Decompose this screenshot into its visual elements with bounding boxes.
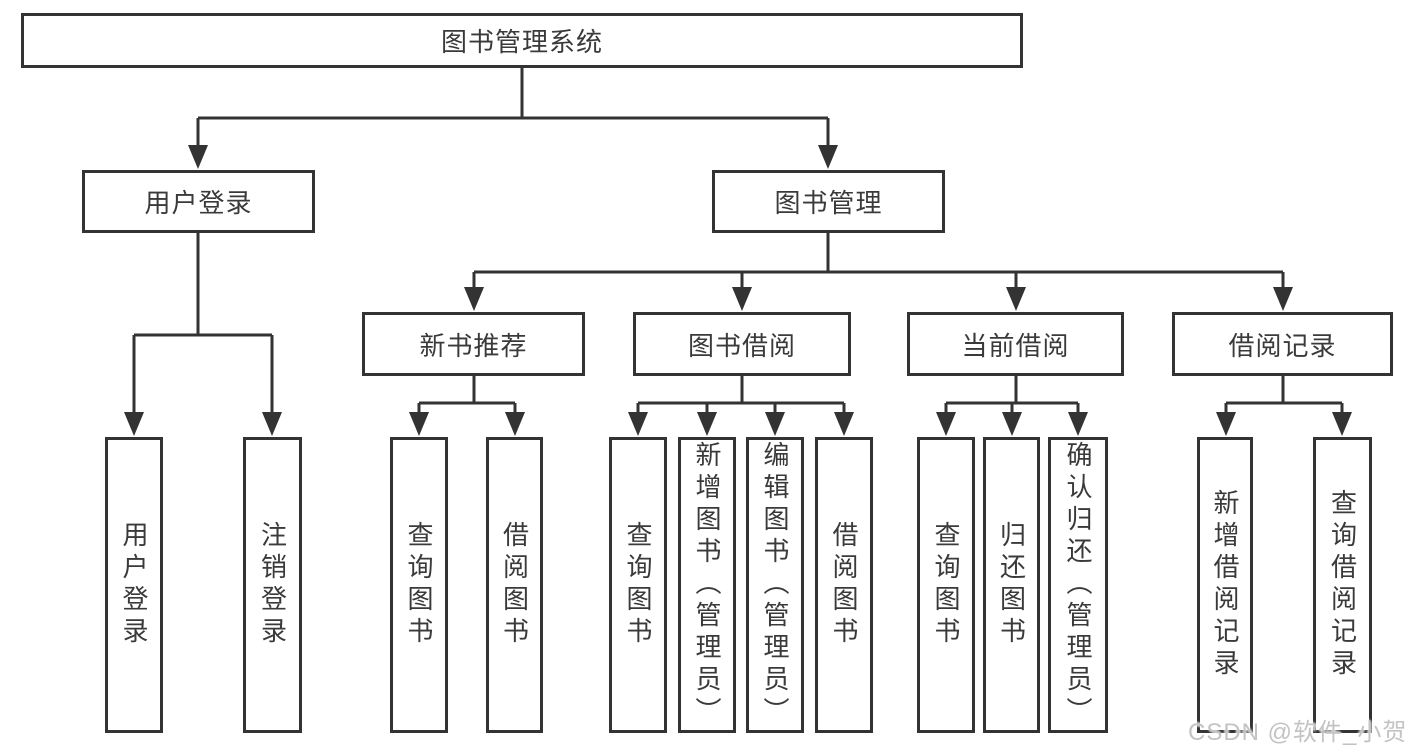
node-label: 图书借阅 xyxy=(687,330,796,361)
node-label: 查询借阅记录 xyxy=(1327,489,1358,681)
leaf-query-books-2: 查询图书 xyxy=(609,437,667,733)
node-label: 注销登录 xyxy=(257,521,288,649)
leaf-query-books-1: 查询图书 xyxy=(390,437,448,733)
node-label: 新增图书（管理员） xyxy=(692,441,722,729)
leaf-user-login: 用户登录 xyxy=(105,437,163,733)
node-label: 图书管理系统 xyxy=(440,27,603,57)
leaf-add-borrow-record: 新增借阅记录 xyxy=(1197,437,1253,733)
node-label: 查询图书 xyxy=(404,521,434,649)
node-label: 查询图书 xyxy=(931,521,961,649)
node-current-borrowing: 当前借阅 xyxy=(907,312,1124,376)
arrowheads xyxy=(124,145,1352,436)
node-user-login: 用户登录 xyxy=(82,170,315,233)
leaf-borrow-books-2: 借阅图书 xyxy=(815,437,873,733)
node-label: 新书推荐 xyxy=(419,330,528,361)
leaf-query-books-3: 查询图书 xyxy=(917,437,975,733)
node-label: 借阅图书 xyxy=(829,521,859,649)
node-book-management: 图书管理 xyxy=(712,170,945,233)
leaf-borrow-books-1: 借阅图书 xyxy=(486,437,543,733)
leaf-edit-book-admin: 编辑图书（管理员） xyxy=(746,437,804,733)
node-label: 归还图书 xyxy=(996,521,1027,649)
node-label: 新增借阅记录 xyxy=(1210,489,1240,681)
leaf-add-book-admin: 新增图书（管理员） xyxy=(678,437,736,733)
leaf-query-borrow-record: 查询借阅记录 xyxy=(1313,437,1372,733)
leaf-return-book: 归还图书 xyxy=(983,437,1040,733)
node-library-system: 图书管理系统 xyxy=(21,13,1023,68)
node-label: 借阅记录 xyxy=(1228,330,1337,361)
node-label: 查询图书 xyxy=(623,521,653,649)
leaf-confirm-return-admin: 确认归还（管理员） xyxy=(1048,437,1108,733)
node-new-book-recommendation: 新书推荐 xyxy=(362,312,585,376)
node-label: 当前借阅 xyxy=(961,330,1070,361)
csdn-watermark: CSDN @软件_小贺同学 xyxy=(1188,719,1405,746)
leaf-logout: 注销登录 xyxy=(243,437,302,733)
node-label: 确认归还（管理员） xyxy=(1063,441,1093,729)
node-borrowing-records: 借阅记录 xyxy=(1172,312,1393,376)
node-book-borrowing: 图书借阅 xyxy=(633,312,851,376)
node-label: 图书管理 xyxy=(774,188,883,218)
node-label: 编辑图书（管理员） xyxy=(760,441,790,729)
node-label: 用户登录 xyxy=(144,188,253,218)
node-label: 用户登录 xyxy=(119,521,149,649)
node-label: 借阅图书 xyxy=(499,521,530,649)
